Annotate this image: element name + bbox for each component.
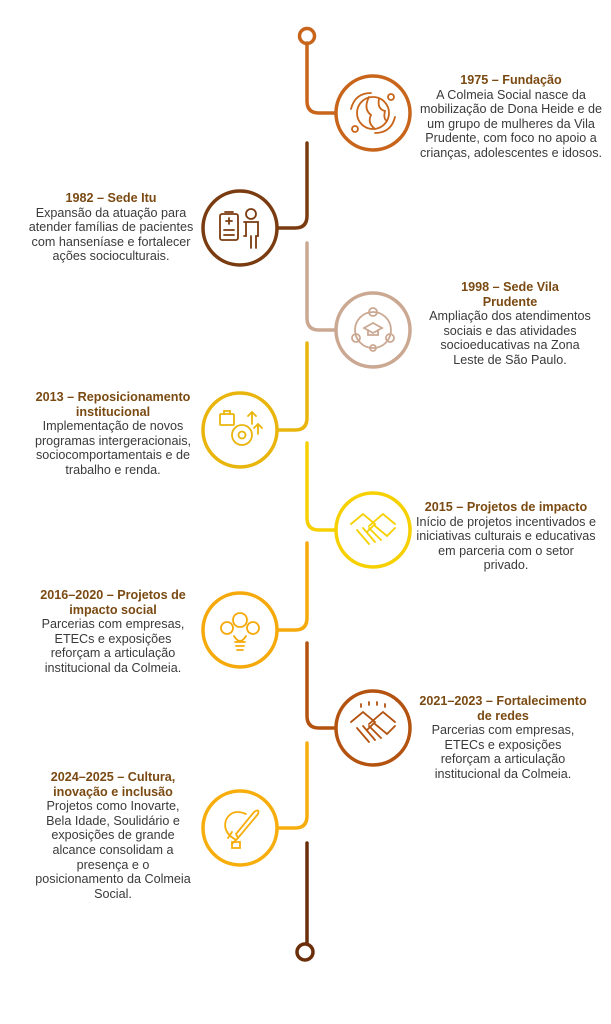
icon-stroke: [368, 710, 396, 725]
icon-stroke: [237, 430, 247, 440]
icon-stroke: [368, 307, 378, 317]
event-title: 2015 – Projetos de impacto: [424, 500, 588, 514]
event-title: 2013 – Reposicionamento institucional: [35, 390, 191, 419]
education-group-icon: [351, 307, 395, 352]
icon-stroke: [365, 96, 376, 130]
timeline-event-marker: [201, 141, 309, 267]
timeline-event-marker: [305, 241, 412, 369]
icon-stroke: [368, 512, 396, 527]
event-circle: [334, 689, 412, 767]
icon-stroke: [356, 723, 396, 743]
icon-stroke: [220, 621, 234, 635]
idea-network-icon: [220, 612, 260, 651]
timeline-event-marker: [305, 41, 412, 152]
event-circle: [201, 189, 279, 267]
handshake-icon: [350, 701, 396, 743]
timeline-event-marker: [201, 341, 309, 469]
icon-stroke: [231, 424, 253, 446]
icon-stroke: [377, 98, 388, 122]
icon-stroke: [385, 333, 395, 343]
event-description: Projetos como Inovarte, Bela Idade, Soul…: [35, 799, 191, 901]
handshake-icon: [350, 512, 396, 545]
event-circle: [201, 591, 279, 669]
event-1982: 1982 – Sede Itu Expansão da atuação para…: [22, 191, 200, 264]
timeline-connector: [305, 41, 338, 115]
icon-stroke: [247, 410, 257, 425]
event-title: 1975 – Fundação: [460, 73, 562, 87]
icon-stroke: [232, 612, 248, 628]
event-description: Ampliação dos atendimentos sociais e das…: [429, 309, 591, 367]
rocket-bulb-icon: [224, 809, 260, 849]
event-2021-2023: 2021–2023 – Fortalecimento de redes Parc…: [418, 694, 588, 782]
event-2016-2020: 2016–2020 – Projetos de impacto social P…: [30, 588, 196, 676]
event-description: Parcerias com empresas, ETECs e exposiçõ…: [41, 617, 185, 675]
icon-stroke: [362, 321, 384, 335]
timeline-event-marker: [305, 641, 412, 767]
event-title: 1982 – Sede Itu: [65, 191, 157, 205]
icon-stroke: [350, 710, 377, 731]
event-description: Parcerias com empresas, ETECs e exposiçõ…: [431, 723, 575, 781]
event-circle: [334, 291, 412, 369]
globe-hands-icon: [350, 92, 396, 134]
timeline-connector: [275, 741, 309, 830]
icon-stroke: [219, 213, 239, 241]
icon-stroke: [253, 422, 263, 435]
icon-stroke: [234, 641, 246, 651]
timeline-connector: [305, 641, 338, 730]
briefcase-gear-icon: [219, 410, 263, 446]
icon-stroke: [360, 701, 386, 708]
event-title: 2021–2023 – Fortalecimento de redes: [419, 694, 587, 723]
event-1998: 1998 – Sede Vila Prudente Ampliação dos …: [420, 280, 600, 368]
icon-stroke: [227, 831, 239, 845]
icon-stroke: [350, 92, 372, 110]
event-circle: [334, 74, 412, 152]
icon-stroke: [243, 221, 259, 249]
timeline-event-marker: [201, 741, 309, 867]
icon-stroke: [233, 635, 247, 642]
clipboard-person-icon: [219, 208, 259, 249]
event-2015: 2015 – Projetos de impacto Início de pro…: [414, 500, 598, 573]
event-circle: [201, 391, 279, 469]
icon-stroke: [351, 333, 361, 343]
icon-stroke: [351, 125, 359, 133]
timeline-connector: [305, 441, 338, 532]
icon-stroke: [246, 621, 260, 635]
icon-stroke: [356, 96, 390, 130]
timeline-connector: [275, 141, 309, 230]
event-description: A Colmeia Social nasce da mobilização de…: [419, 87, 603, 160]
icon-stroke: [374, 116, 396, 134]
icon-stroke: [245, 208, 257, 220]
event-description: Implementação de novos programas interge…: [34, 419, 192, 477]
icon-stroke: [354, 311, 392, 349]
icon-stroke: [223, 229, 235, 236]
event-2013: 2013 – Reposicionamento institucional Im…: [24, 390, 202, 478]
icon-stroke: [369, 344, 377, 352]
event-title: 2016–2020 – Projetos de impacto social: [40, 588, 186, 617]
event-2024-2025: 2024–2025 – Cultura, inovação e inclusão…: [34, 770, 192, 901]
icon-stroke: [223, 410, 231, 415]
icon-stroke: [234, 809, 260, 840]
icon-stroke: [387, 93, 395, 101]
icon-stroke: [225, 217, 233, 225]
timeline-connector: [305, 241, 338, 332]
timeline-event-marker: [305, 441, 412, 569]
event-title: 1998 – Sede Vila Prudente: [461, 280, 559, 309]
event-1975: 1975 – Fundação A Colmeia Social nasce d…: [418, 73, 604, 161]
icon-stroke: [350, 512, 377, 533]
icon-stroke: [231, 841, 241, 849]
timeline-event-marker: [201, 541, 309, 669]
icon-stroke: [219, 413, 235, 426]
event-description: Expansão da atuação para atender família…: [28, 205, 194, 264]
timeline-connector: [275, 541, 309, 632]
event-description: Início de projetos incentivados e inicia…: [416, 514, 596, 573]
event-circle: [334, 491, 412, 569]
timeline-connector: [275, 341, 309, 432]
event-title: 2024–2025 – Cultura, inovação e inclusão: [50, 770, 176, 799]
timeline-end-node: [295, 942, 315, 962]
icon-stroke: [367, 329, 379, 336]
icon-stroke: [356, 525, 396, 545]
